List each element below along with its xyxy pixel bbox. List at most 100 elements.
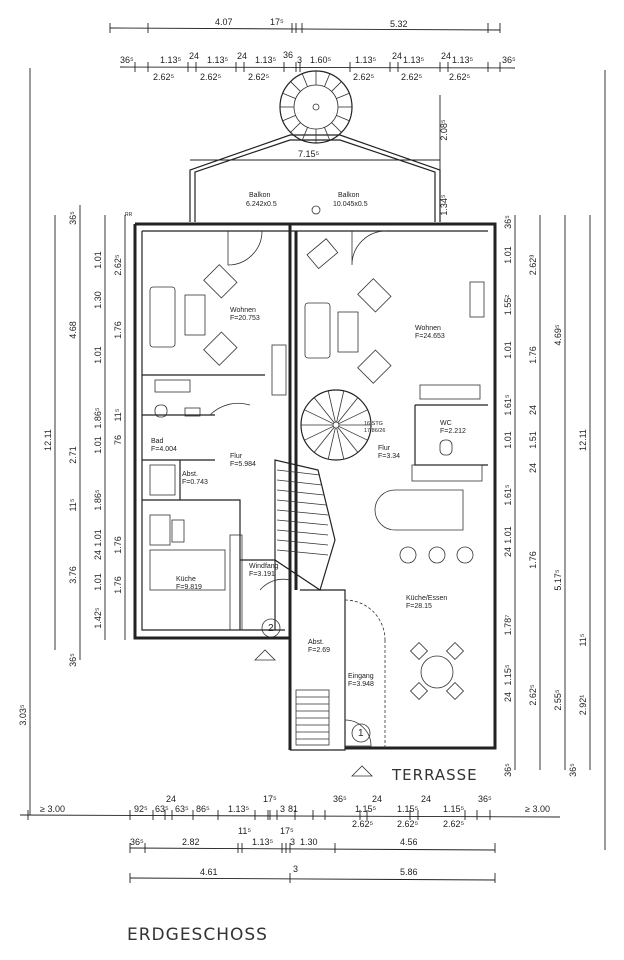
room-kueche-essen: Küche/Essen [406,595,447,602]
entrance-marker-2: 2 [268,623,274,634]
room-labels: Balkon 6.242x0.5 Balkon 10.045x0.5 Wohne… [125,192,466,688]
dimension-label: 2.62⁵ [200,72,222,82]
dimension-label: 1.15⁵ [355,804,377,814]
stair-tread [336,427,345,460]
dimension-label: 3.03⁵ [18,704,28,726]
dimension-label: 24 [189,51,199,61]
dimension-label: 1.86⁵ [93,407,103,429]
dimension-label: 2.62⁵ [443,819,465,829]
dimension-label: 2.62⁵ [248,72,270,82]
terrace-arrow-icon [351,765,373,777]
room-windfang: Windfang [249,563,279,570]
stair-tread [276,479,323,486]
stair-tread [276,529,329,536]
dimension-label: 1.01 [503,341,513,359]
stair-tread [276,519,329,526]
dimension-label: 36⁵ [68,653,78,667]
dimension-label: 1.15⁵ [503,664,513,686]
dimension-lines [19,27,606,881]
room-bad: Bad [151,438,164,445]
dimension-label: 24 [392,51,402,61]
dimension-label: 1.76 [113,576,123,594]
stair-tread [282,115,296,122]
stair-tread [276,489,325,496]
dimension-label: 4.56 [400,837,418,847]
furniture [149,205,485,701]
dimension-label: 63⁵ [175,804,189,814]
stair-tread [276,549,329,556]
stair-tread [338,409,368,425]
stair-tread [338,425,368,441]
dimension-label: 1.13⁵ [255,55,277,65]
dimension-label: 1.76 [528,346,538,364]
stair-tread [337,427,359,453]
room-kueche-essen-area: F=28.15 [406,603,432,610]
stair-tread [336,92,350,99]
stair-tread [324,127,331,141]
dimension-label: ≥ 3.00 [525,804,550,814]
dimension-label: 1.01 [93,346,103,364]
dimension-label: 24 [528,463,538,473]
dimension-label: 1.13⁵ [252,837,274,847]
room-balkon-left-area: 6.242x0.5 [246,201,277,208]
dimension-label: 3 [290,837,295,847]
room-abst-right-area: F=2.69 [308,647,330,654]
dimension-label: 2.62⁵ [528,684,538,706]
dimension-label: 24 [93,550,103,560]
dimension-label: 7.15⁵ [298,149,320,159]
dimension-label: 63⁵ [155,804,169,814]
dimension-label: 1.13⁵ [207,55,229,65]
dimension-label: 1.15⁵ [443,804,465,814]
dimension-label: 1.76 [113,321,123,339]
dimension-label: 5.86 [400,867,418,877]
dimension-label: 2.71 [68,446,78,464]
dimension-label: 2.62⁵ [352,819,374,829]
dimension-label: 17⁵ [280,826,294,836]
stair-tread [282,92,296,99]
dimension-label: 4.68 [68,321,78,339]
stair-tread [276,539,329,546]
stair-tread [313,427,335,453]
dimension-label: 1.78⁷ [503,615,513,636]
dimension-label: 1.13⁵ [403,55,425,65]
stair-tread [276,499,327,506]
dimension-label: ≥ 3.00 [40,804,65,814]
entry-arrow-icon [254,649,276,661]
dimension-label: 4.07 [215,17,233,27]
room-flur-right-area: F=3.34 [378,453,400,460]
room-kueche: Küche [176,576,196,583]
dimension-label: 17⁵ [263,794,277,804]
room-wohnen-right-area: F=24.653 [415,333,445,340]
stair-tread [276,509,329,516]
room-wc-area: F=2.212 [440,428,466,435]
room-kueche-area: F=9.819 [176,584,202,591]
dimension-label: 2.55⁵ [553,689,563,711]
room-abst-left-area: F=0.743 [182,479,208,486]
dimension-label: 76 [113,435,123,445]
dimension-label: 1.60⁵ [310,55,332,65]
stair-tread [327,427,336,460]
dimension-label: 1.30 [300,837,318,847]
dimension-label: 2.62⁵ [353,72,375,82]
spiral-staircase-outdoor [279,70,353,144]
dimension-label: 24 [372,794,382,804]
dimension-label: 36⁵ [568,763,578,777]
dimension-label: 17⁵ [270,17,284,27]
dimension-label: 11⁵ [68,498,78,511]
door-swings [209,230,387,748]
dimension-label: 5.17⁵ [553,569,563,591]
dimension-label: 24 [441,51,451,61]
room-wohnen-right: Wohnen [415,325,441,332]
dimension-label: 11⁵ [578,633,588,646]
room-balkon-right: Balkon [338,192,360,199]
dimension-label: 4.61 [200,867,218,877]
dimension-label: 1.61⁵ [503,394,513,416]
dimension-label: 3 [297,55,302,65]
stair-tread [336,390,345,423]
dimension-label: 36⁵ [120,55,134,65]
stair-tread [301,73,308,87]
stair-note-rise: 17.86/26 [364,428,385,434]
dimension-label: 12.11 [578,429,588,451]
dimension-label: 1.01 [503,526,513,544]
